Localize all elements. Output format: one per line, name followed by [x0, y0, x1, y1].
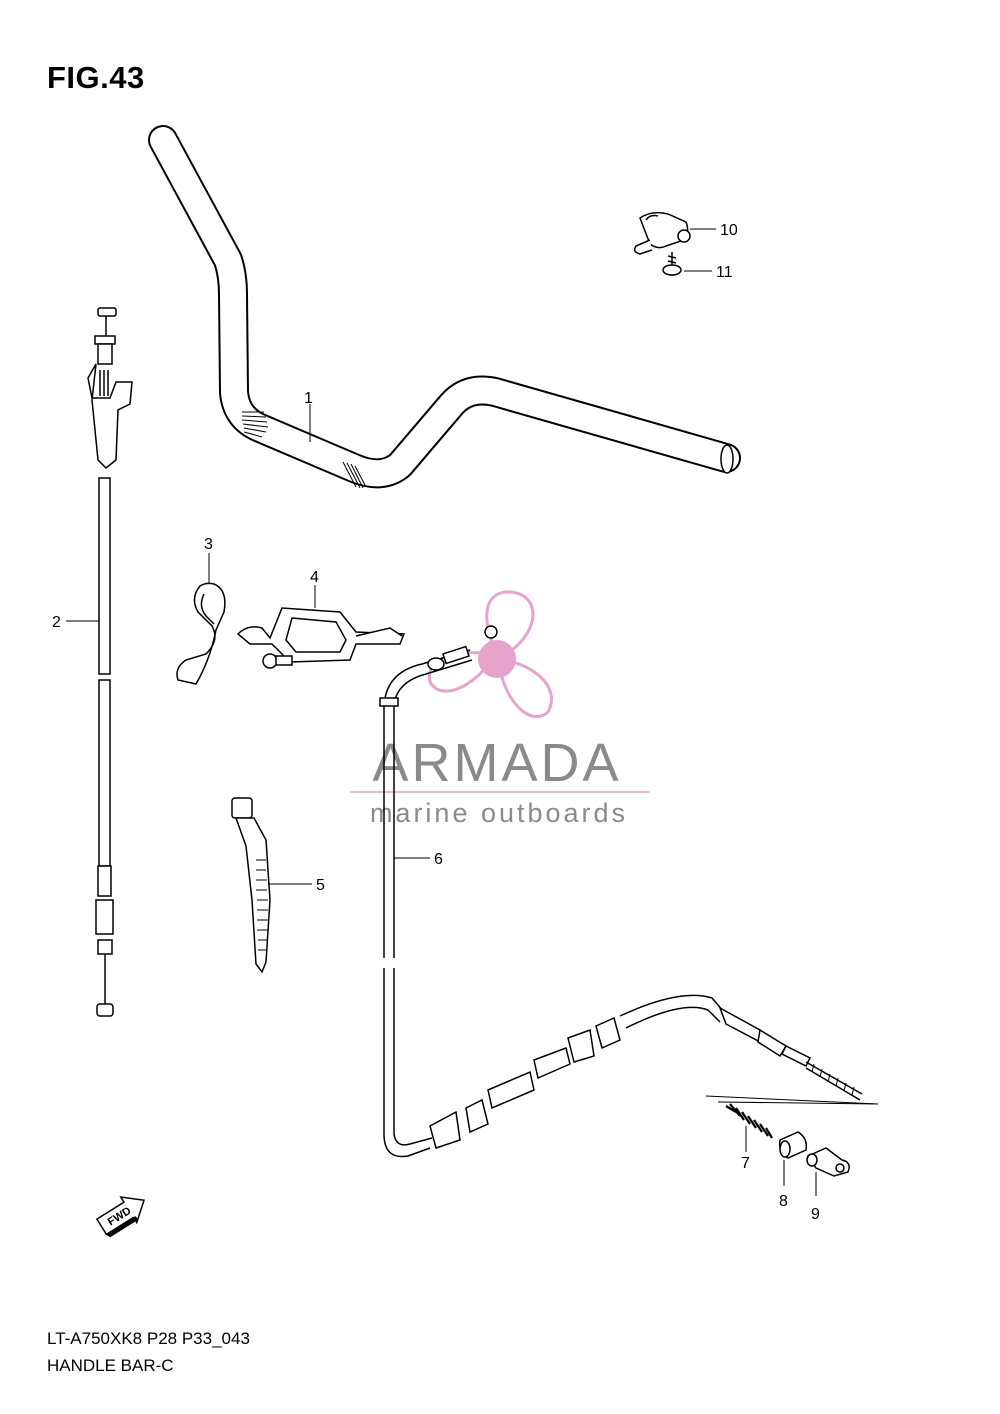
bracket-part-10	[633, 211, 691, 255]
handlebar-part-1: 1	[148, 125, 741, 489]
callout-4: 4	[310, 569, 319, 586]
callout-8: 8	[779, 1193, 788, 1210]
callout-9: 9	[811, 1206, 820, 1223]
callout-5: 5	[316, 877, 325, 894]
callout-11: 11	[716, 264, 733, 281]
propeller-logo-icon	[427, 590, 553, 719]
throttle-cable-part-2	[87, 307, 133, 1017]
watermark-brand-name: ARMADA	[372, 733, 621, 793]
callout-10: 10	[720, 222, 738, 239]
callout-7: 7	[741, 1155, 750, 1172]
cable-tie-part-5	[231, 797, 271, 974]
figure-title: FIG.43	[47, 60, 145, 95]
fwd-arrow-icon: FWD	[95, 1196, 146, 1238]
nut-part-8	[778, 1131, 808, 1159]
screw-part-11	[662, 252, 682, 276]
joint-part-9	[806, 1147, 850, 1177]
callout-2: 2	[52, 614, 61, 631]
explode-guide-lines	[705, 1095, 879, 1105]
figure-name: HANDLE BAR-C	[47, 1356, 174, 1375]
callout-6: 6	[434, 851, 443, 868]
armada-watermark: ARMADA marine outboards	[350, 590, 650, 828]
bracket-plate-part-4	[236, 607, 406, 669]
callout-1: 1	[304, 390, 313, 407]
spring-part-7	[725, 1103, 773, 1139]
clip-part-3	[176, 582, 226, 685]
brake-cable-part-6	[379, 625, 863, 1158]
watermark-tagline: marine outboards	[370, 798, 628, 828]
figure-code: LT-A750XK8 P28 P33_043	[47, 1329, 250, 1348]
callout-3: 3	[204, 536, 213, 553]
